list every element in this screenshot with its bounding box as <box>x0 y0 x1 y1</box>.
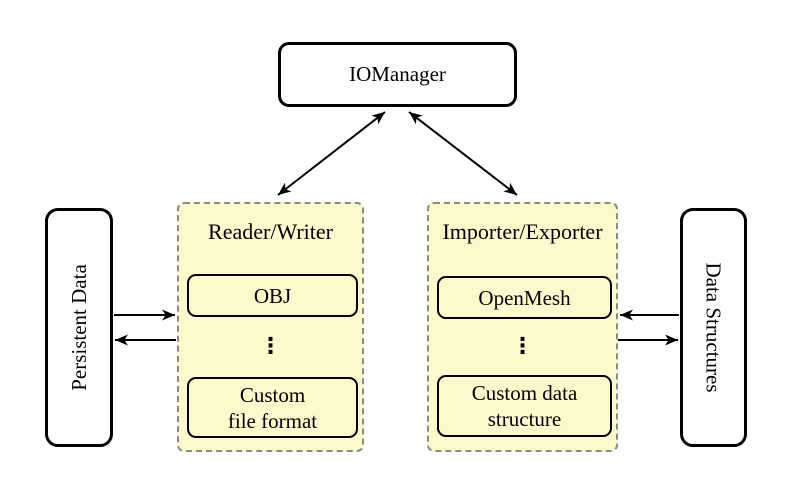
custom-data-structure-node: Custom data structure <box>437 375 612 437</box>
custom-file-format-node: Custom file format <box>187 377 358 438</box>
iomanager-node: IOManager <box>278 42 517 107</box>
reader-writer-ellipsis: ⋮ <box>259 334 282 359</box>
iomanager-readerwriter-arrow <box>277 111 386 196</box>
obj-node: OBJ <box>187 274 358 317</box>
custom-file-format-label: Custom file format <box>227 382 318 433</box>
reader-writer-title: Reader/Writer <box>208 219 333 244</box>
obj-label: OBJ <box>253 283 292 308</box>
iomanager-label: IOManager <box>349 62 446 86</box>
openmesh-label: OpenMesh <box>478 285 571 310</box>
custom-data-structure-label: Custom data structure <box>471 381 578 431</box>
reader-writer-group: Reader/Writer OBJ ⋮ Custom file format <box>177 202 364 452</box>
openmesh-node: OpenMesh <box>437 276 612 319</box>
importer-exporter-ellipsis: ⋮ <box>511 334 534 359</box>
importer-exporter-group: Importer/Exporter OpenMesh ⋮ Custom data… <box>427 202 618 452</box>
persistent-data-node: Persistent Data <box>45 208 113 447</box>
iomanager-importerexporter-arrow <box>408 111 518 196</box>
importer-exporter-title: Importer/Exporter <box>442 219 603 244</box>
data-structures-node: Data Structures <box>680 208 747 447</box>
